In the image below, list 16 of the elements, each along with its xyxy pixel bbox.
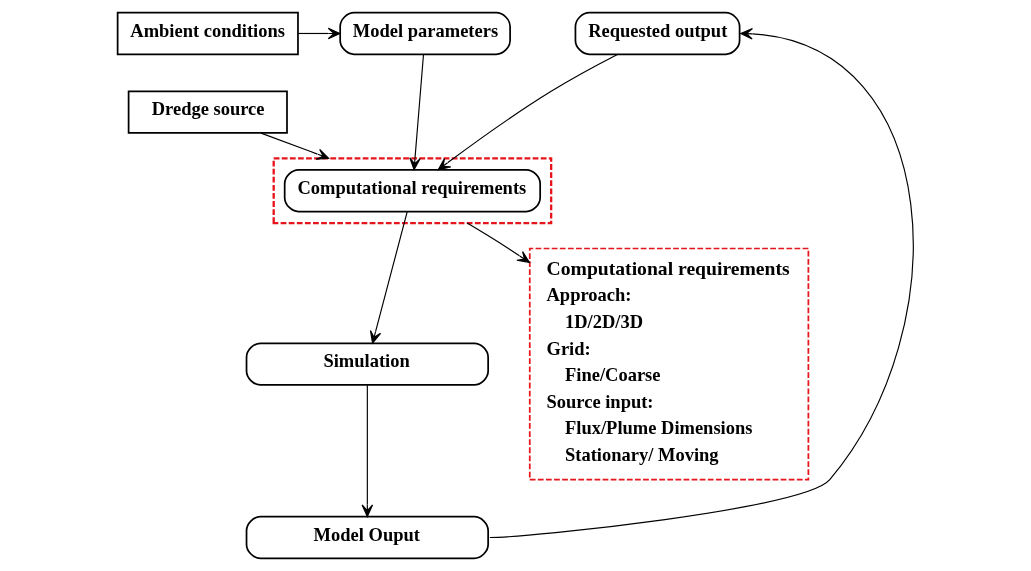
node-box: Ambient conditions — [116, 11, 299, 56]
arrow — [297, 27, 341, 40]
node-box: Simulation — [245, 342, 489, 386]
node-box: Model parameters — [339, 11, 511, 56]
arrow — [361, 384, 374, 518]
node-box: Computational requirements Approach: 1D/2D/3D Grid: Fine/Coarse Source input: Flux/Plume Dimensions Stationary/ Moving — [528, 247, 810, 481]
arrow — [369, 211, 408, 344]
arrow — [260, 132, 330, 160]
node-box: Requested output — [574, 11, 741, 56]
arrow — [466, 222, 530, 263]
node-box: Model Ouput — [245, 515, 489, 560]
arrow — [409, 54, 425, 171]
node-box: Dredge source — [127, 90, 288, 134]
node-box: Computational requirements — [283, 169, 542, 213]
arrow — [489, 28, 914, 539]
arrow — [437, 53, 619, 171]
